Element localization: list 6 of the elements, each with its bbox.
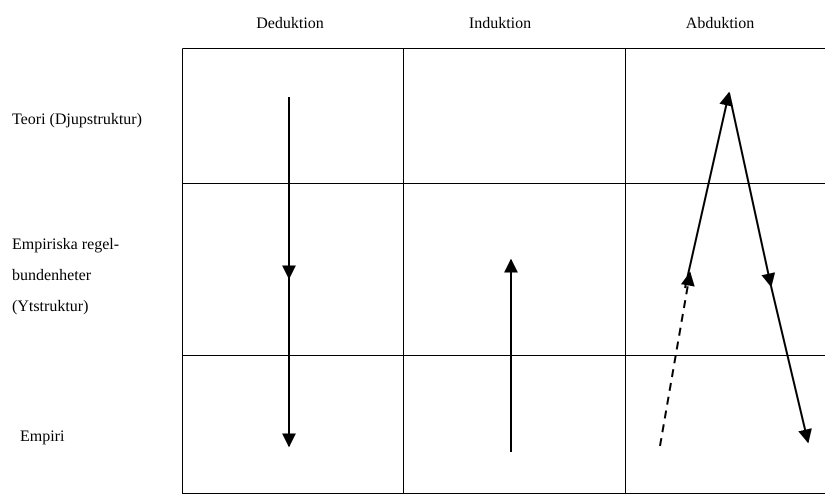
column-heading: Deduktion [256,15,324,32]
row-heading: Teori (Djupstruktur) [12,110,142,130]
column-heading: Induktion [468,15,532,32]
row-heading: Empiriska regel-bundenheter (Ytstruktur) [12,235,120,317]
column-heading: Abduktion [686,15,754,32]
row-heading: Empiri [20,427,64,447]
